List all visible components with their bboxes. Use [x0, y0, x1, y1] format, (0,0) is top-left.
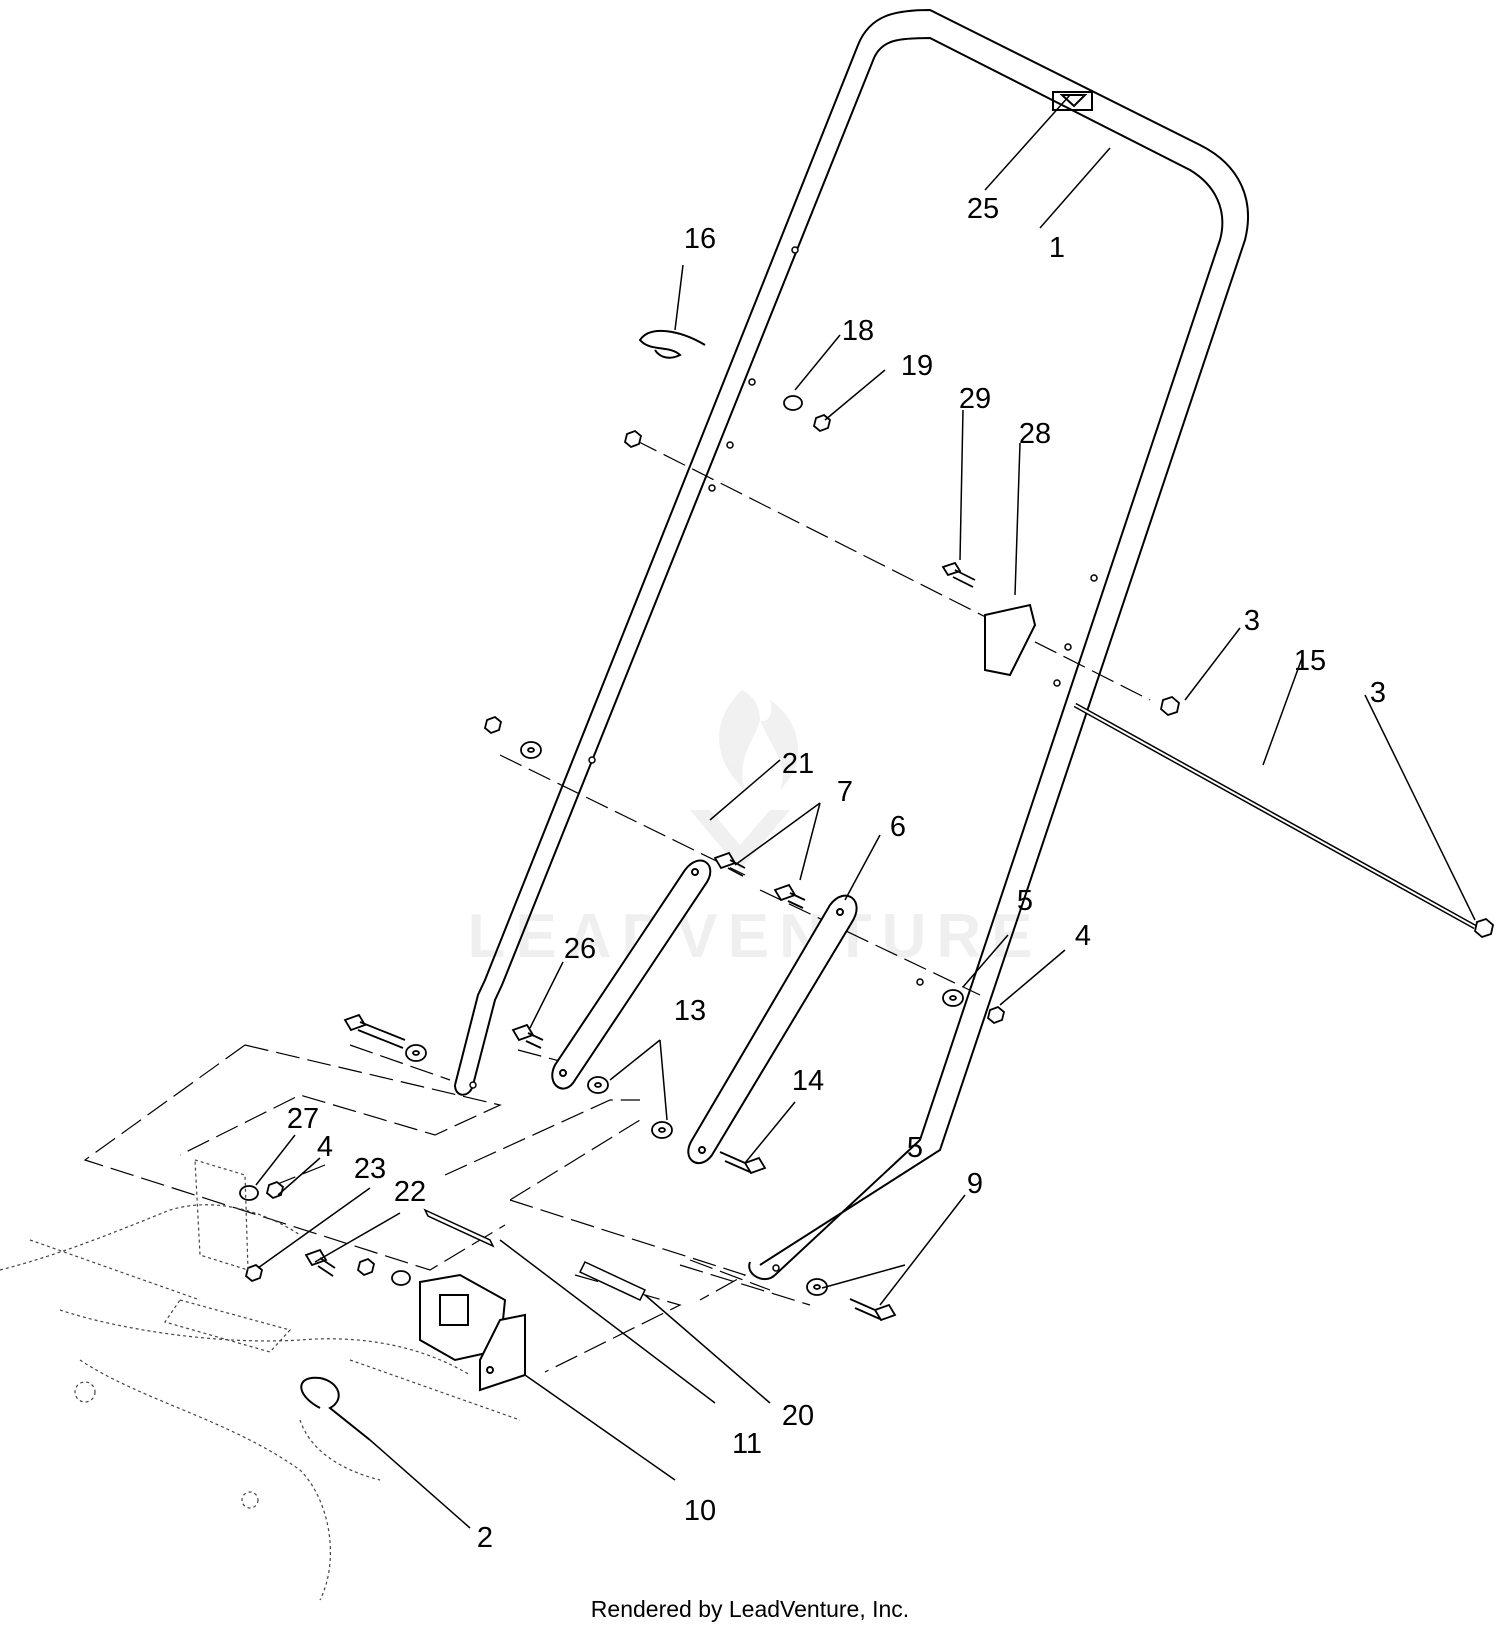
hitch-pin [300, 1376, 371, 1441]
leader-lines [255, 94, 1476, 1529]
callout-4: 4 [317, 1131, 333, 1163]
mower-deck [0, 1159, 521, 1601]
callout-9: 9 [967, 1168, 983, 1200]
callout-5: 5 [907, 1132, 923, 1164]
handle-frame [454, 8, 1249, 1281]
callout-18: 18 [842, 315, 874, 347]
callout-4: 4 [1075, 920, 1091, 952]
watermark-logo [690, 690, 799, 870]
callout-29: 29 [959, 383, 991, 415]
callout-10: 10 [684, 1495, 716, 1527]
watermark-text: LEADVENTURE [467, 902, 1042, 971]
callout-5: 5 [1017, 885, 1033, 917]
callout-11: 11 [732, 1428, 762, 1460]
callout-26: 26 [564, 933, 596, 965]
frame-holes [469, 246, 1098, 1272]
decal [578, 1261, 647, 1301]
callout-3: 3 [1370, 677, 1386, 709]
callout-1: 1 [1049, 232, 1065, 264]
plate [984, 603, 1037, 677]
callout-13: 13 [674, 995, 706, 1027]
callout-labels: 1 2 3 3 4 4 5 5 6 7 9 10 11 13 14 15 16 … [287, 193, 1386, 1554]
callout-14: 14 [792, 1065, 824, 1097]
callout-2: 2 [477, 1522, 493, 1554]
callout-27: 27 [287, 1103, 319, 1135]
callout-16: 16 [684, 223, 716, 255]
callout-28: 28 [1019, 418, 1051, 450]
callout-25: 25 [967, 193, 999, 225]
cotter-pin [423, 1208, 495, 1248]
fasteners [239, 395, 1494, 1322]
callout-19: 19 [901, 350, 933, 382]
render-credit: Rendered by LeadVenture, Inc. [590, 1596, 910, 1622]
callout-21: 21 [782, 748, 814, 780]
callout-15: 15 [1294, 645, 1326, 677]
callout-23: 23 [354, 1153, 386, 1185]
callout-3: 3 [1244, 605, 1260, 637]
callout-7: 7 [837, 776, 853, 808]
callout-22: 22 [394, 1176, 426, 1208]
callout-20: 20 [782, 1400, 814, 1432]
bracket [419, 1273, 526, 1392]
callout-6: 6 [890, 811, 906, 843]
hairpin-clip [638, 329, 706, 359]
link-bars [551, 859, 858, 1165]
assembly-lines [83, 439, 1151, 1373]
